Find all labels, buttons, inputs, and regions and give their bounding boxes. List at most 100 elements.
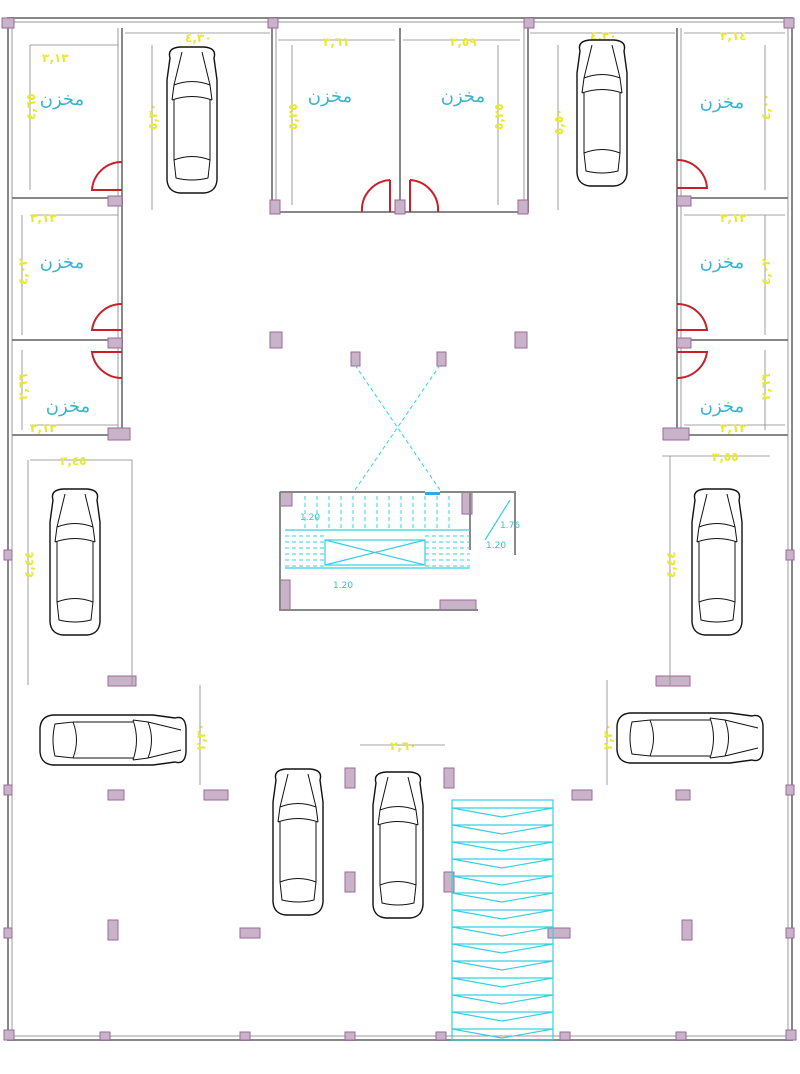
column [107,675,137,687]
column [203,789,229,801]
column [571,789,593,801]
dim-label: ٢,٦٠ [390,739,417,753]
room-label-storage: مخزن [40,252,84,273]
car-icon [576,39,628,187]
column [344,871,356,893]
column [350,351,361,367]
column [107,337,123,349]
column [269,331,283,349]
column [279,579,291,611]
dimension-lines [21,32,785,785]
room-label-storage: مخزن [700,92,744,113]
dim-label: ٣,٦١ [323,35,350,49]
stair-label: 1.20 [486,541,506,551]
dim-label: ٣,١٣ [30,211,57,225]
room-label-storage: مخزن [700,396,744,417]
dim-label: ٥,٣٠ [146,103,160,130]
dim-label: ٣,١٣ [42,51,69,65]
ramp-slope-line [451,875,554,886]
dim-label: ٤,٦٥ [24,93,38,120]
column [269,199,281,215]
column [517,199,529,215]
dim-label: ٥,٥٠ [552,108,566,135]
column [655,675,691,687]
column [3,927,13,939]
ramp-slope-line [451,1011,554,1022]
column [676,195,692,207]
ramp-slope-line [451,943,554,954]
column [1,17,15,29]
column [239,927,261,939]
column [547,927,571,939]
column [344,767,356,789]
doors [90,158,709,380]
column [3,549,13,561]
dim-label: ٥,٢٥ [492,103,506,130]
column [107,195,123,207]
car-icon [166,46,218,194]
dim-label: ٤,٠٠ [759,93,773,120]
column [435,1031,447,1041]
dim-label: ٣,١٤ [720,29,747,43]
column [675,789,691,801]
column [439,599,477,611]
dim-label: ٣,٤٥ [60,454,87,468]
room-labels: مخزن مخزن مخزن مخزن مخزن مخزن مخزن مخزن [40,86,744,417]
dim-label: ٤,٣٠ [185,31,212,45]
stair-label: 1.20 [333,581,353,591]
column [783,17,795,29]
dim-label: ٤,٤٤ [22,551,36,578]
column [514,331,528,349]
column [785,784,795,796]
ramp-slope-line [451,977,554,988]
storage-room-walls [12,28,788,436]
column [239,1031,251,1041]
dim-label: ٢,٣٠ [601,723,615,750]
room-label-storage: مخزن [308,86,352,107]
column [344,1031,356,1041]
ramp-slope-line [451,926,554,937]
room-label-storage: مخزن [441,86,485,107]
car-icon [691,488,743,636]
column [267,17,279,29]
ramp-slope-line [451,1028,554,1039]
ramp-slope-line [451,909,554,920]
dim-label: ٤,٠٢ [759,258,773,285]
column [681,919,693,941]
dim-label: ٢,٦٦ [16,373,30,400]
car-icon [272,768,324,916]
ramp-slope-line [451,892,554,903]
column [785,1029,797,1041]
column [279,491,293,507]
room-label-storage: مخزن [40,89,84,110]
outer-wall-inner [11,21,789,1037]
column [107,919,119,941]
ramp-slope-line [451,994,554,1005]
dim-label: ٤,٤٤ [664,551,678,578]
column [785,549,795,561]
room-label-storage: مخزن [46,396,90,417]
dimension-labels: ٣,١٣ ٤,٣٠ ٣,٦١ ٣,٥٩ ٤,٣٠ ٣,١٤ ٥,٣٠ ٤,٦٥ … [16,29,773,753]
ramp-slope-line [451,960,554,971]
dim-label: ٥,٢٥ [286,103,300,130]
column [443,871,455,893]
columns [1,17,797,1041]
ramp-slope-line [451,824,554,835]
column [443,767,455,789]
column [394,199,406,215]
car-icon [39,714,187,766]
column [99,1031,111,1041]
column [107,427,131,441]
outer-wall [7,17,793,1041]
column [785,927,795,939]
column [3,784,13,796]
car-icon [616,712,764,764]
dim-label: ٣,٥٥ [712,450,739,464]
dim-label: ٢,٦٦ [759,373,773,400]
column [107,789,125,801]
column [676,337,692,349]
room-label-storage: مخزن [700,252,744,273]
column [3,1029,15,1041]
car-icon [372,771,424,919]
